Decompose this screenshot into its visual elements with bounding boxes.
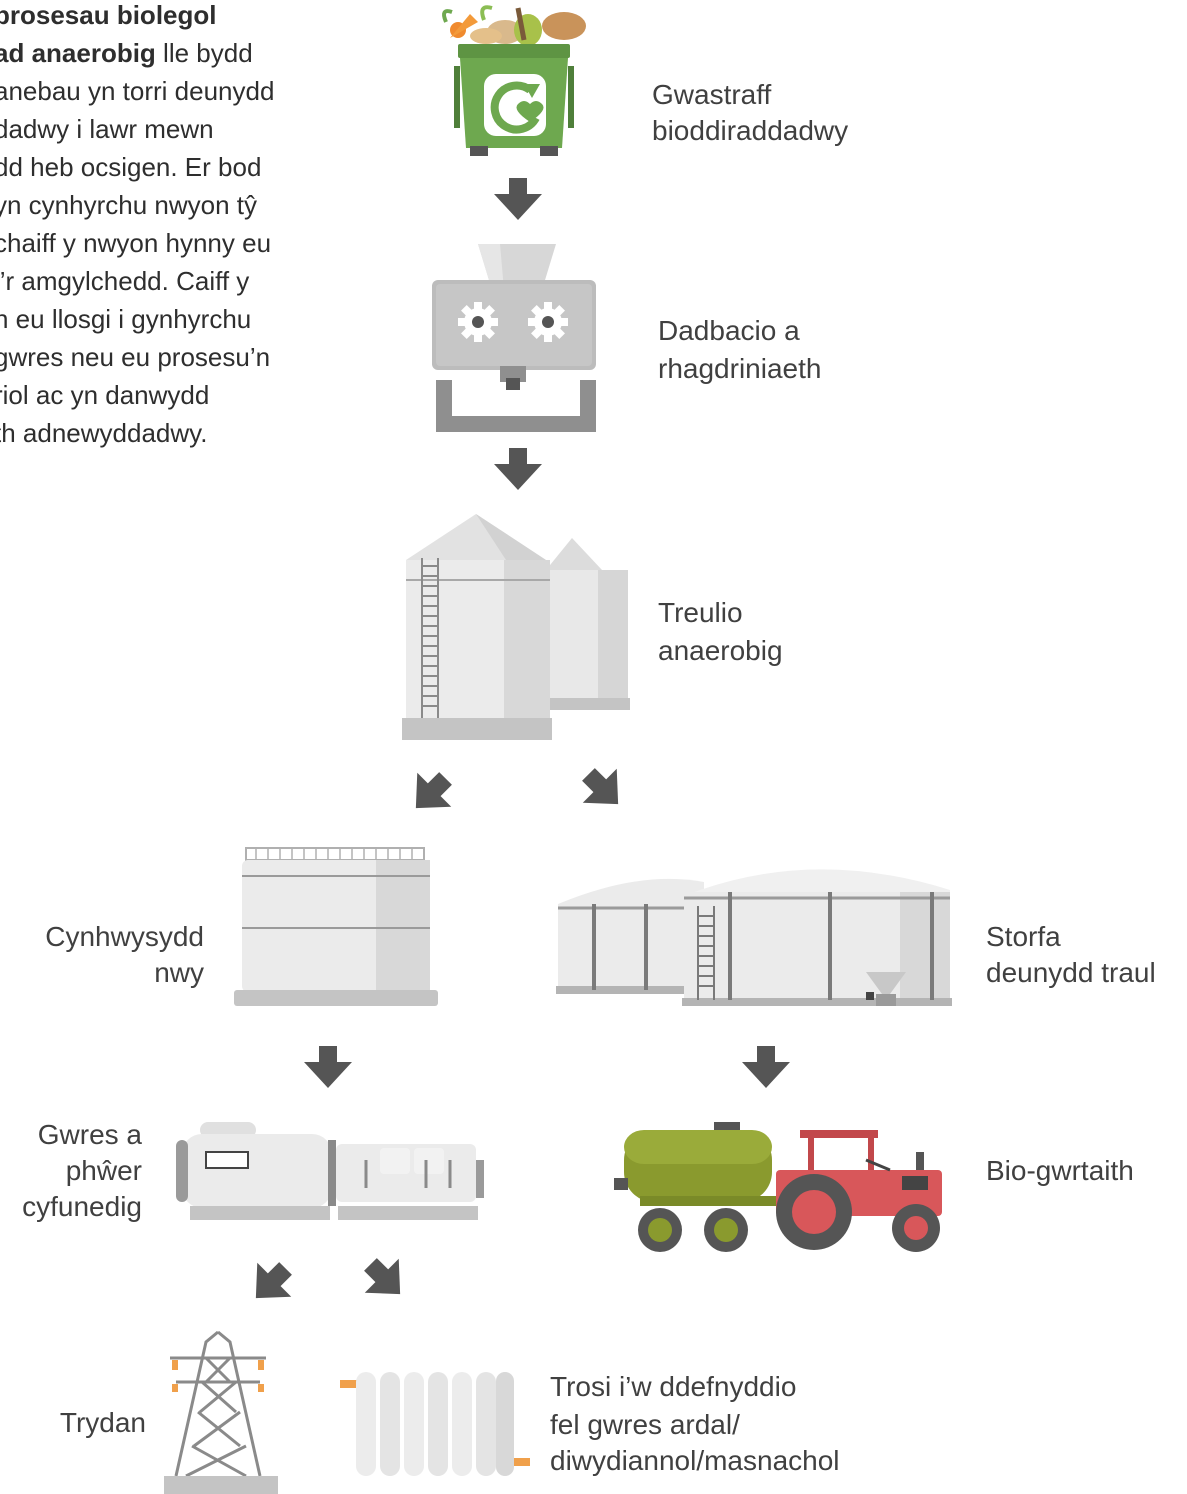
intro-line-0: brosesau biolegol (0, 0, 217, 30)
label-waste-line2: bioddiraddadwy (652, 115, 848, 146)
intro-line-10: riol ac yn danwydd (0, 380, 210, 410)
arrow-diag-right-1 (571, 757, 636, 822)
label-chp-line3: cyfunedig (22, 1191, 142, 1222)
intro-line-9: gwres neu eu prosesu’n (0, 342, 271, 372)
arrow-diag-left-2 (238, 1251, 303, 1316)
intro-line-7: i’r amgylchedd. Caiff y (0, 266, 250, 296)
label-gas-line1: Cynhwysydd (45, 921, 204, 952)
arrow-down-3 (304, 1046, 352, 1088)
arrow-down-4 (742, 1046, 790, 1088)
pylon-insulators (164, 1360, 278, 1494)
generator-engine-icon (176, 1122, 484, 1220)
intro-line-8: n eu llosgi i gynhyrchu (0, 304, 252, 334)
label-fertiliser: Bio-gwrtaith (986, 1155, 1134, 1186)
label-electricity: Trydan (60, 1407, 146, 1438)
silo-icon (402, 514, 630, 740)
label-waste-line1: Gwastraff (652, 79, 772, 110)
radiator-icon (340, 1372, 530, 1476)
label-digestion-line2: anaerobig (658, 635, 783, 666)
shredder-machine-icon (432, 244, 596, 432)
arrow-down-1 (494, 178, 542, 220)
label-digestion-line1: Treulio (658, 597, 743, 628)
label-pretreat-line1: Dadbacio a (658, 315, 800, 346)
gas-tank-icon (234, 847, 438, 1006)
label-gas-line2: nwy (154, 957, 204, 988)
storage-tank-icon (556, 869, 952, 1006)
arrow-diag-right-2 (353, 1247, 418, 1312)
label-pretreat-line2: rhagdriniaeth (658, 353, 821, 384)
label-digestate-line2: deunydd traul (986, 957, 1156, 988)
label-chp-line2: phŵer (66, 1155, 142, 1186)
pylon-icon (170, 1330, 266, 1478)
label-digestate-line1: Storfa (986, 921, 1061, 952)
intro-line-1: ad anaerobig lle bydd (0, 38, 253, 68)
intro-line-4: dd heb ocsigen. Er bod (0, 152, 262, 182)
intro-line-6: chaiff y nwyon hynny eu (0, 228, 272, 258)
intro-line-5: yn cynhyrchu nwyon tŷ (0, 190, 258, 220)
intro-paragraph: brosesau biolegol ad anaerobig lle bydd … (0, 0, 354, 452)
arrow-down-2 (494, 448, 542, 490)
intro-line-11: th adnewyddadwy. (0, 418, 208, 448)
intro-line-3: dadwy i lawr mewn (0, 114, 214, 144)
label-heat-line3: diwydiannol/masnachol (550, 1445, 840, 1476)
arrow-diag-left-1 (398, 761, 463, 826)
label-heat-line1: Trosi i’w ddefnyddio (550, 1371, 796, 1402)
compost-bin-icon (442, 5, 586, 156)
label-heat-line2: fel gwres ardal/ (550, 1409, 740, 1440)
intro-line-2: anebau yn torri deunydd (0, 76, 275, 106)
silo-ladder (422, 565, 438, 707)
tractor-tanker-icon (614, 1122, 942, 1252)
label-chp-line1: Gwres a (38, 1119, 143, 1150)
